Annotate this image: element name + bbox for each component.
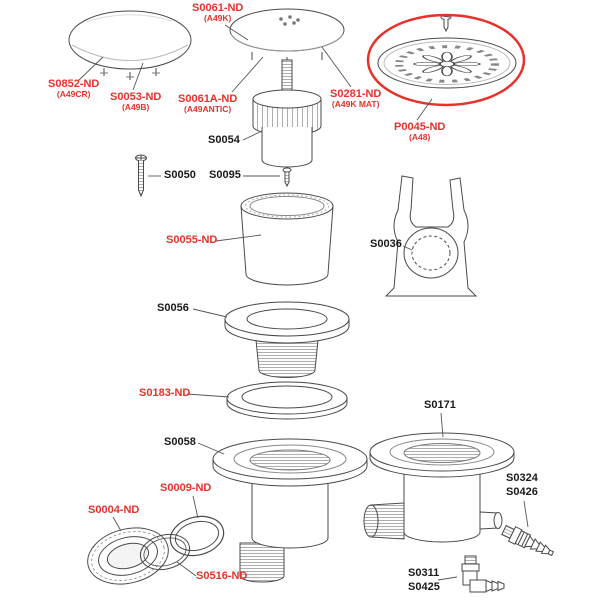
leader-lines xyxy=(77,24,529,581)
label-p0045: P0045-ND (A48) xyxy=(394,121,445,142)
label-s0516-code: S0516-ND xyxy=(196,570,248,582)
label-s0324-code: S0324 xyxy=(506,472,538,484)
part-s0004 xyxy=(87,527,169,585)
label-s0054-code: S0054 xyxy=(208,134,240,146)
part-s0036 xyxy=(384,175,478,297)
label-s0054: S0054 xyxy=(208,134,240,146)
label-s0311-code: S0311 xyxy=(408,567,440,579)
label-s0425-code: S0425 xyxy=(408,581,440,593)
part-s0009 xyxy=(169,515,225,557)
part-s0055 xyxy=(240,192,334,286)
label-s0095: S0095 xyxy=(209,169,241,181)
part-s0095 xyxy=(282,167,292,188)
label-s0055-code: S0055-ND xyxy=(166,234,218,246)
highlight-ellipse xyxy=(366,13,526,107)
label-s0056-code: S0056 xyxy=(157,302,189,314)
part-s0056 xyxy=(224,301,350,378)
part-s0324-s0426 xyxy=(501,524,555,557)
label-s0183-code: S0183-ND xyxy=(139,387,191,399)
part-s0050 xyxy=(135,154,147,198)
label-s0050: S0050 xyxy=(164,169,196,181)
label-s0058-code: S0058 xyxy=(164,436,196,448)
label-s0324: S0324 xyxy=(506,472,538,484)
label-s0426: S0426 xyxy=(506,486,538,498)
part-s0058 xyxy=(212,438,368,583)
label-s0053: S0053-ND (A49B) xyxy=(110,91,161,112)
label-s0061-code: S0061-ND xyxy=(192,2,244,14)
label-s0061a-variant: (A49ANTIC) xyxy=(184,104,232,115)
label-s0426-code: S0426 xyxy=(506,486,538,498)
label-s0036-code: S0036 xyxy=(370,238,402,250)
label-s0055: S0055-ND xyxy=(166,234,217,246)
label-s0056: S0056 xyxy=(157,302,189,314)
label-p0045-variant: (A48) xyxy=(409,132,431,143)
label-s0281-code: S0281-ND xyxy=(330,88,382,100)
label-s0852: S0852-ND (A49CR) xyxy=(48,78,99,99)
label-s0095-code: S0095 xyxy=(209,169,241,181)
label-p0045-code: P0045-ND xyxy=(394,121,446,133)
part-dome-cover xyxy=(68,10,192,80)
label-s0050-code: S0050 xyxy=(164,169,196,181)
label-s0425: S0425 xyxy=(408,581,440,593)
label-s0311: S0311 xyxy=(408,567,439,579)
label-s0053-variant: (A49B) xyxy=(121,102,150,113)
part-s0183 xyxy=(226,381,348,420)
label-s0171: S0171 xyxy=(424,399,456,411)
label-s0061a-code: S0061A-ND xyxy=(178,93,238,105)
label-s0852-code: S0852-ND xyxy=(48,78,100,90)
label-s0053-code: S0053-ND xyxy=(110,91,162,103)
label-s0516: S0516-ND xyxy=(196,570,247,582)
label-s0061-variant: (A49K) xyxy=(203,13,232,24)
label-s0183: S0183-ND xyxy=(139,387,190,399)
label-s0004: S0004-ND xyxy=(88,504,139,516)
label-s0036: S0036 xyxy=(370,238,402,250)
label-s0009: S0009-ND xyxy=(160,482,211,494)
label-s0004-code: S0004-ND xyxy=(88,504,140,516)
part-grate xyxy=(377,14,517,89)
label-s0852-variant: (A49CR) xyxy=(56,89,91,100)
label-s0009-code: S0009-ND xyxy=(160,482,212,494)
part-s0054 xyxy=(252,59,322,168)
label-s0061: S0061-ND (A49K) xyxy=(192,2,243,23)
part-s0516 xyxy=(139,533,191,571)
label-s0058: S0058 xyxy=(164,436,196,448)
part-s0311-s0425 xyxy=(461,555,505,593)
part-s0171 xyxy=(363,432,515,543)
label-s0281: S0281-ND (A49K MAT) xyxy=(330,88,381,109)
label-s0171-code: S0171 xyxy=(424,399,456,411)
label-s0061a: S0061A-ND (A49ANTIC) xyxy=(178,93,237,114)
part-flat-cover xyxy=(229,8,345,65)
label-s0281-variant: (A49K MAT) xyxy=(331,99,380,110)
